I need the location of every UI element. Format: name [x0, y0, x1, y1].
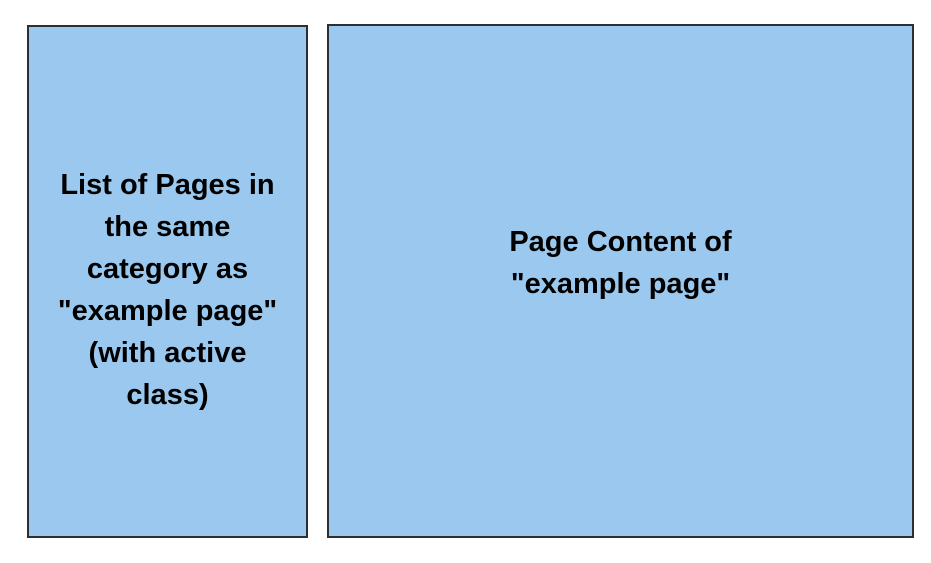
- sidebar-page-list-panel: List of Pages in the same category as "e…: [27, 25, 308, 538]
- page-content-label: Page Content of "example page": [509, 226, 732, 300]
- sidebar-panel-label: List of Pages in the same category as "e…: [57, 169, 278, 411]
- page-content-panel: Page Content of "example page": [327, 24, 914, 538]
